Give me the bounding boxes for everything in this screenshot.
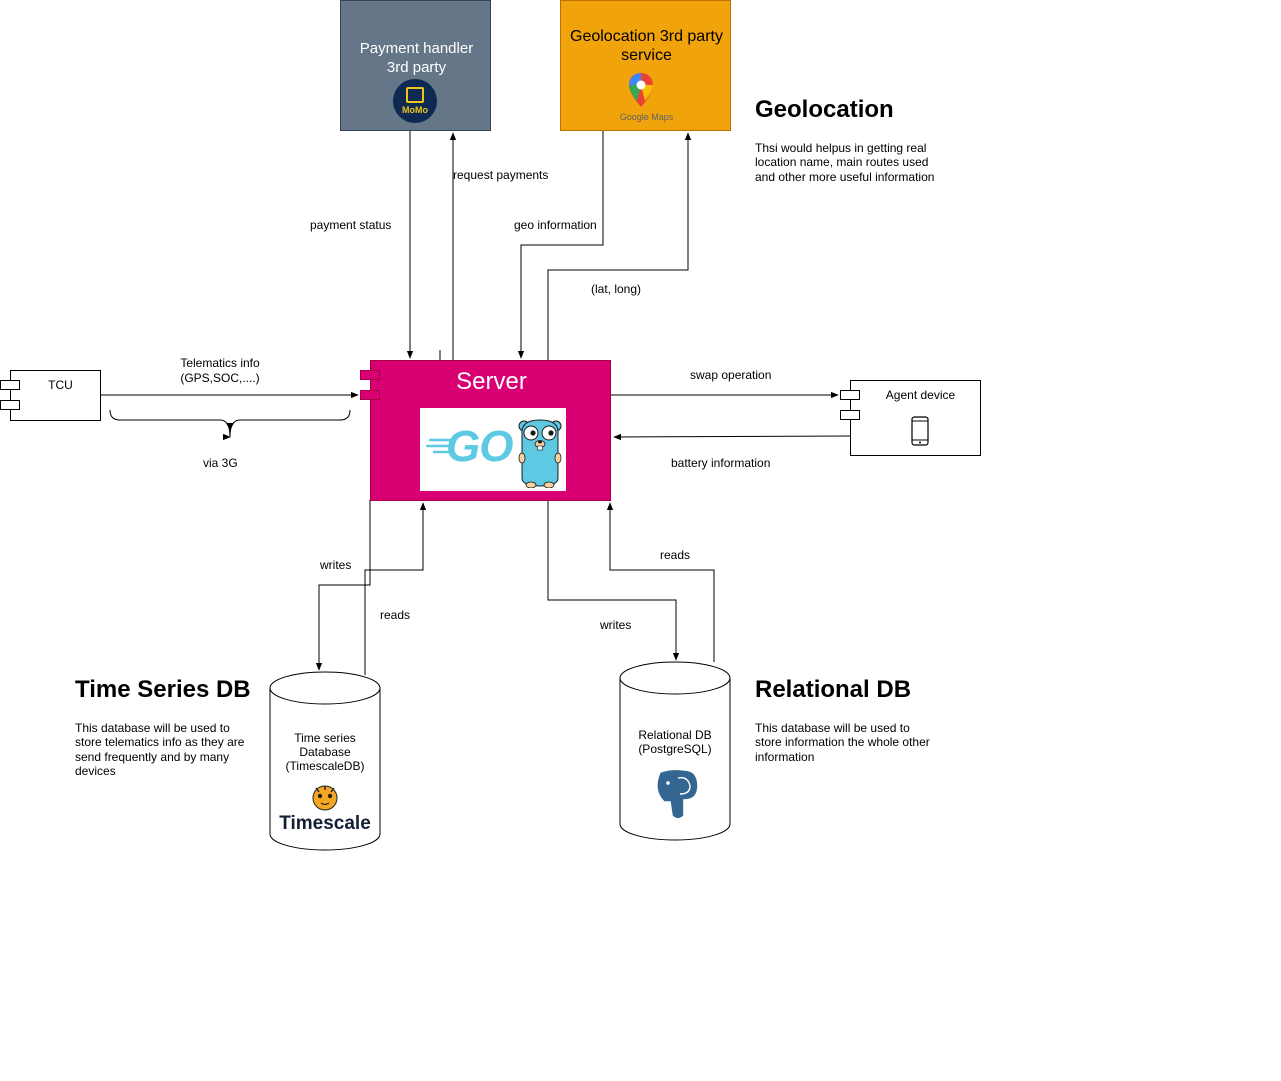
google-maps-pin-icon [629, 73, 653, 107]
timeseries-db-line3: (TimescaleDB) [285, 759, 365, 773]
tcu-port-bottom [0, 400, 20, 410]
label-swap-operation: swap operation [690, 368, 772, 382]
payment-title-line1: Payment handler [359, 40, 474, 57]
momo-logo-text: MoMo [402, 105, 428, 115]
geo-title-line1: Geolocation 3rd party [570, 28, 723, 45]
edge-ts-reads [364, 502, 427, 675]
edge-rel-reads [606, 502, 715, 662]
server-node[interactable]: Server GO [370, 360, 611, 501]
label-battery-information: battery information [671, 456, 771, 470]
timeseries-note-heading: Time Series DB [75, 676, 251, 703]
payment-handler-node[interactable]: Payment handler 3rd party MoMo [340, 0, 491, 131]
timeseries-db-line1: Time series [294, 731, 356, 745]
timescale-tiger-icon [312, 785, 338, 811]
label-telematics-line1: Telematics info [180, 356, 260, 370]
relational-db-line1: Relational DB [638, 728, 712, 742]
relational-db-cylinder[interactable] [619, 661, 731, 841]
agent-title: Agent device [885, 388, 956, 402]
via-3g-brace [109, 409, 351, 438]
geolocation-note-line1: Thsi would helpus in getting real [755, 141, 927, 155]
timescale-logo-text: Timescale [279, 813, 371, 834]
go-gopher-logo: GO [420, 408, 566, 491]
gopher-mascot-icon [518, 419, 562, 488]
tcu-port-top [0, 380, 20, 390]
go-wordmark: GO [446, 422, 513, 471]
google-maps-logo-text: Google Maps [619, 112, 674, 122]
geolocation-note-line2: location name, main routes used [755, 155, 929, 169]
go-speed-lines-icon [426, 438, 452, 454]
label-lat-long: (lat, long) [591, 282, 642, 296]
tcu-title: TCU [48, 378, 73, 392]
relational-note-line3: information [755, 750, 815, 764]
relational-note-line1: This database will be used to [755, 721, 910, 735]
edge-rel-writes [547, 500, 680, 661]
relational-note-line2: store information the whole other [755, 735, 930, 749]
smartphone-icon [911, 416, 929, 446]
label-payment-status: payment status [310, 218, 392, 232]
timeseries-note-line4: devices [75, 764, 116, 778]
edge-geo-information [517, 131, 604, 359]
edge-battery-information [613, 433, 851, 441]
postgresql-elephant-icon [656, 768, 699, 820]
label-request-payments: request payments [453, 168, 549, 182]
timeseries-note-line1: This database will be used to [75, 721, 230, 735]
label-ts-reads: reads [380, 608, 411, 622]
label-ts-writes: writes [320, 558, 352, 572]
edge-ts-writes [315, 500, 371, 671]
label-rel-reads: reads [660, 548, 691, 562]
timeseries-note-line2: store telematics info as they are [75, 735, 245, 749]
label-rel-writes: writes [600, 618, 632, 632]
agent-port-bottom [840, 410, 860, 420]
geo-title-line2: service [621, 47, 672, 64]
server-title: Server [456, 368, 527, 395]
payment-title-line2: 3rd party [386, 59, 447, 76]
tcu-node[interactable]: TCU [10, 370, 101, 421]
label-via-3g: via 3G [203, 456, 238, 470]
geolocation-service-node[interactable]: Geolocation 3rd party service Google Map… [560, 0, 731, 131]
server-port-bottom [360, 390, 380, 400]
server-port-top [360, 370, 380, 380]
relational-db-line2: (PostgreSQL) [638, 742, 712, 756]
geolocation-note-line3: and other more useful information [755, 170, 935, 184]
geolocation-note-heading: Geolocation [755, 96, 894, 123]
relational-note-heading: Relational DB [755, 676, 912, 703]
timeseries-db-line2: Database [299, 745, 351, 759]
agent-device-node[interactable]: Agent device [850, 380, 981, 456]
agent-port-top [840, 390, 860, 400]
timeseries-db-cylinder[interactable] [269, 671, 381, 851]
momo-logo-icon: MoMo [393, 79, 437, 123]
timeseries-note-line3: send frequently and by many [75, 750, 230, 764]
label-telematics-line2: (GPS,SOC,....) [180, 371, 260, 385]
label-geo-information: geo information [514, 218, 597, 232]
edge-lat-long [547, 132, 692, 360]
